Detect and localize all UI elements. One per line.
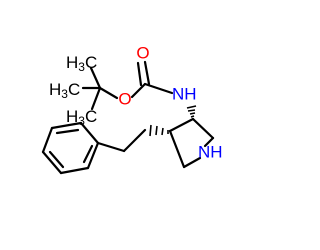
methyl-left-label: H3C	[49, 80, 80, 102]
carbonyl-double-bond-1	[143, 60, 151, 86]
carbonyl-oxygen-label: O	[136, 44, 149, 63]
molecule-structure: O O NH NH H3C H3C H3C	[41, 44, 223, 175]
ring-bond-c2-n1	[203, 136, 215, 148]
ring-bond-c4-c3	[168, 117, 195, 133]
ester-tbutyl-bond	[98, 86, 119, 100]
phenyl-ring	[41, 121, 100, 175]
carbonyl-amide-bond	[143, 82, 174, 95]
chain-bond-ch2-phenyl	[96, 141, 126, 153]
carbonyl-ester-bond	[130, 82, 147, 99]
ring-bond-c3-c2	[191, 117, 215, 140]
tbutyl-methyl-bottom-bond	[90, 86, 102, 111]
hashed-wedge-c4-chain	[149, 124, 169, 137]
ring-bond-n1-c5	[182, 156, 202, 169]
tbutyl-methyl-top-bond	[89, 66, 102, 90]
carbamate-nh-label: NH	[172, 85, 197, 104]
ester-oxygen-label: O	[118, 90, 131, 109]
methyl-top-label: H3C	[66, 53, 97, 75]
structure-canvas: O O NH NH H3C H3C H3C	[41, 44, 223, 175]
hashed-wedge-c3-n	[186, 105, 197, 118]
ring-nh-label: NH	[198, 143, 223, 162]
chain-bond-ch2-ch2	[122, 128, 147, 153]
ring-bond-c5-c4	[168, 129, 186, 169]
carbonyl-double-bond-2	[136, 61, 143, 87]
methyl-bottom-label: H3C	[66, 107, 97, 129]
